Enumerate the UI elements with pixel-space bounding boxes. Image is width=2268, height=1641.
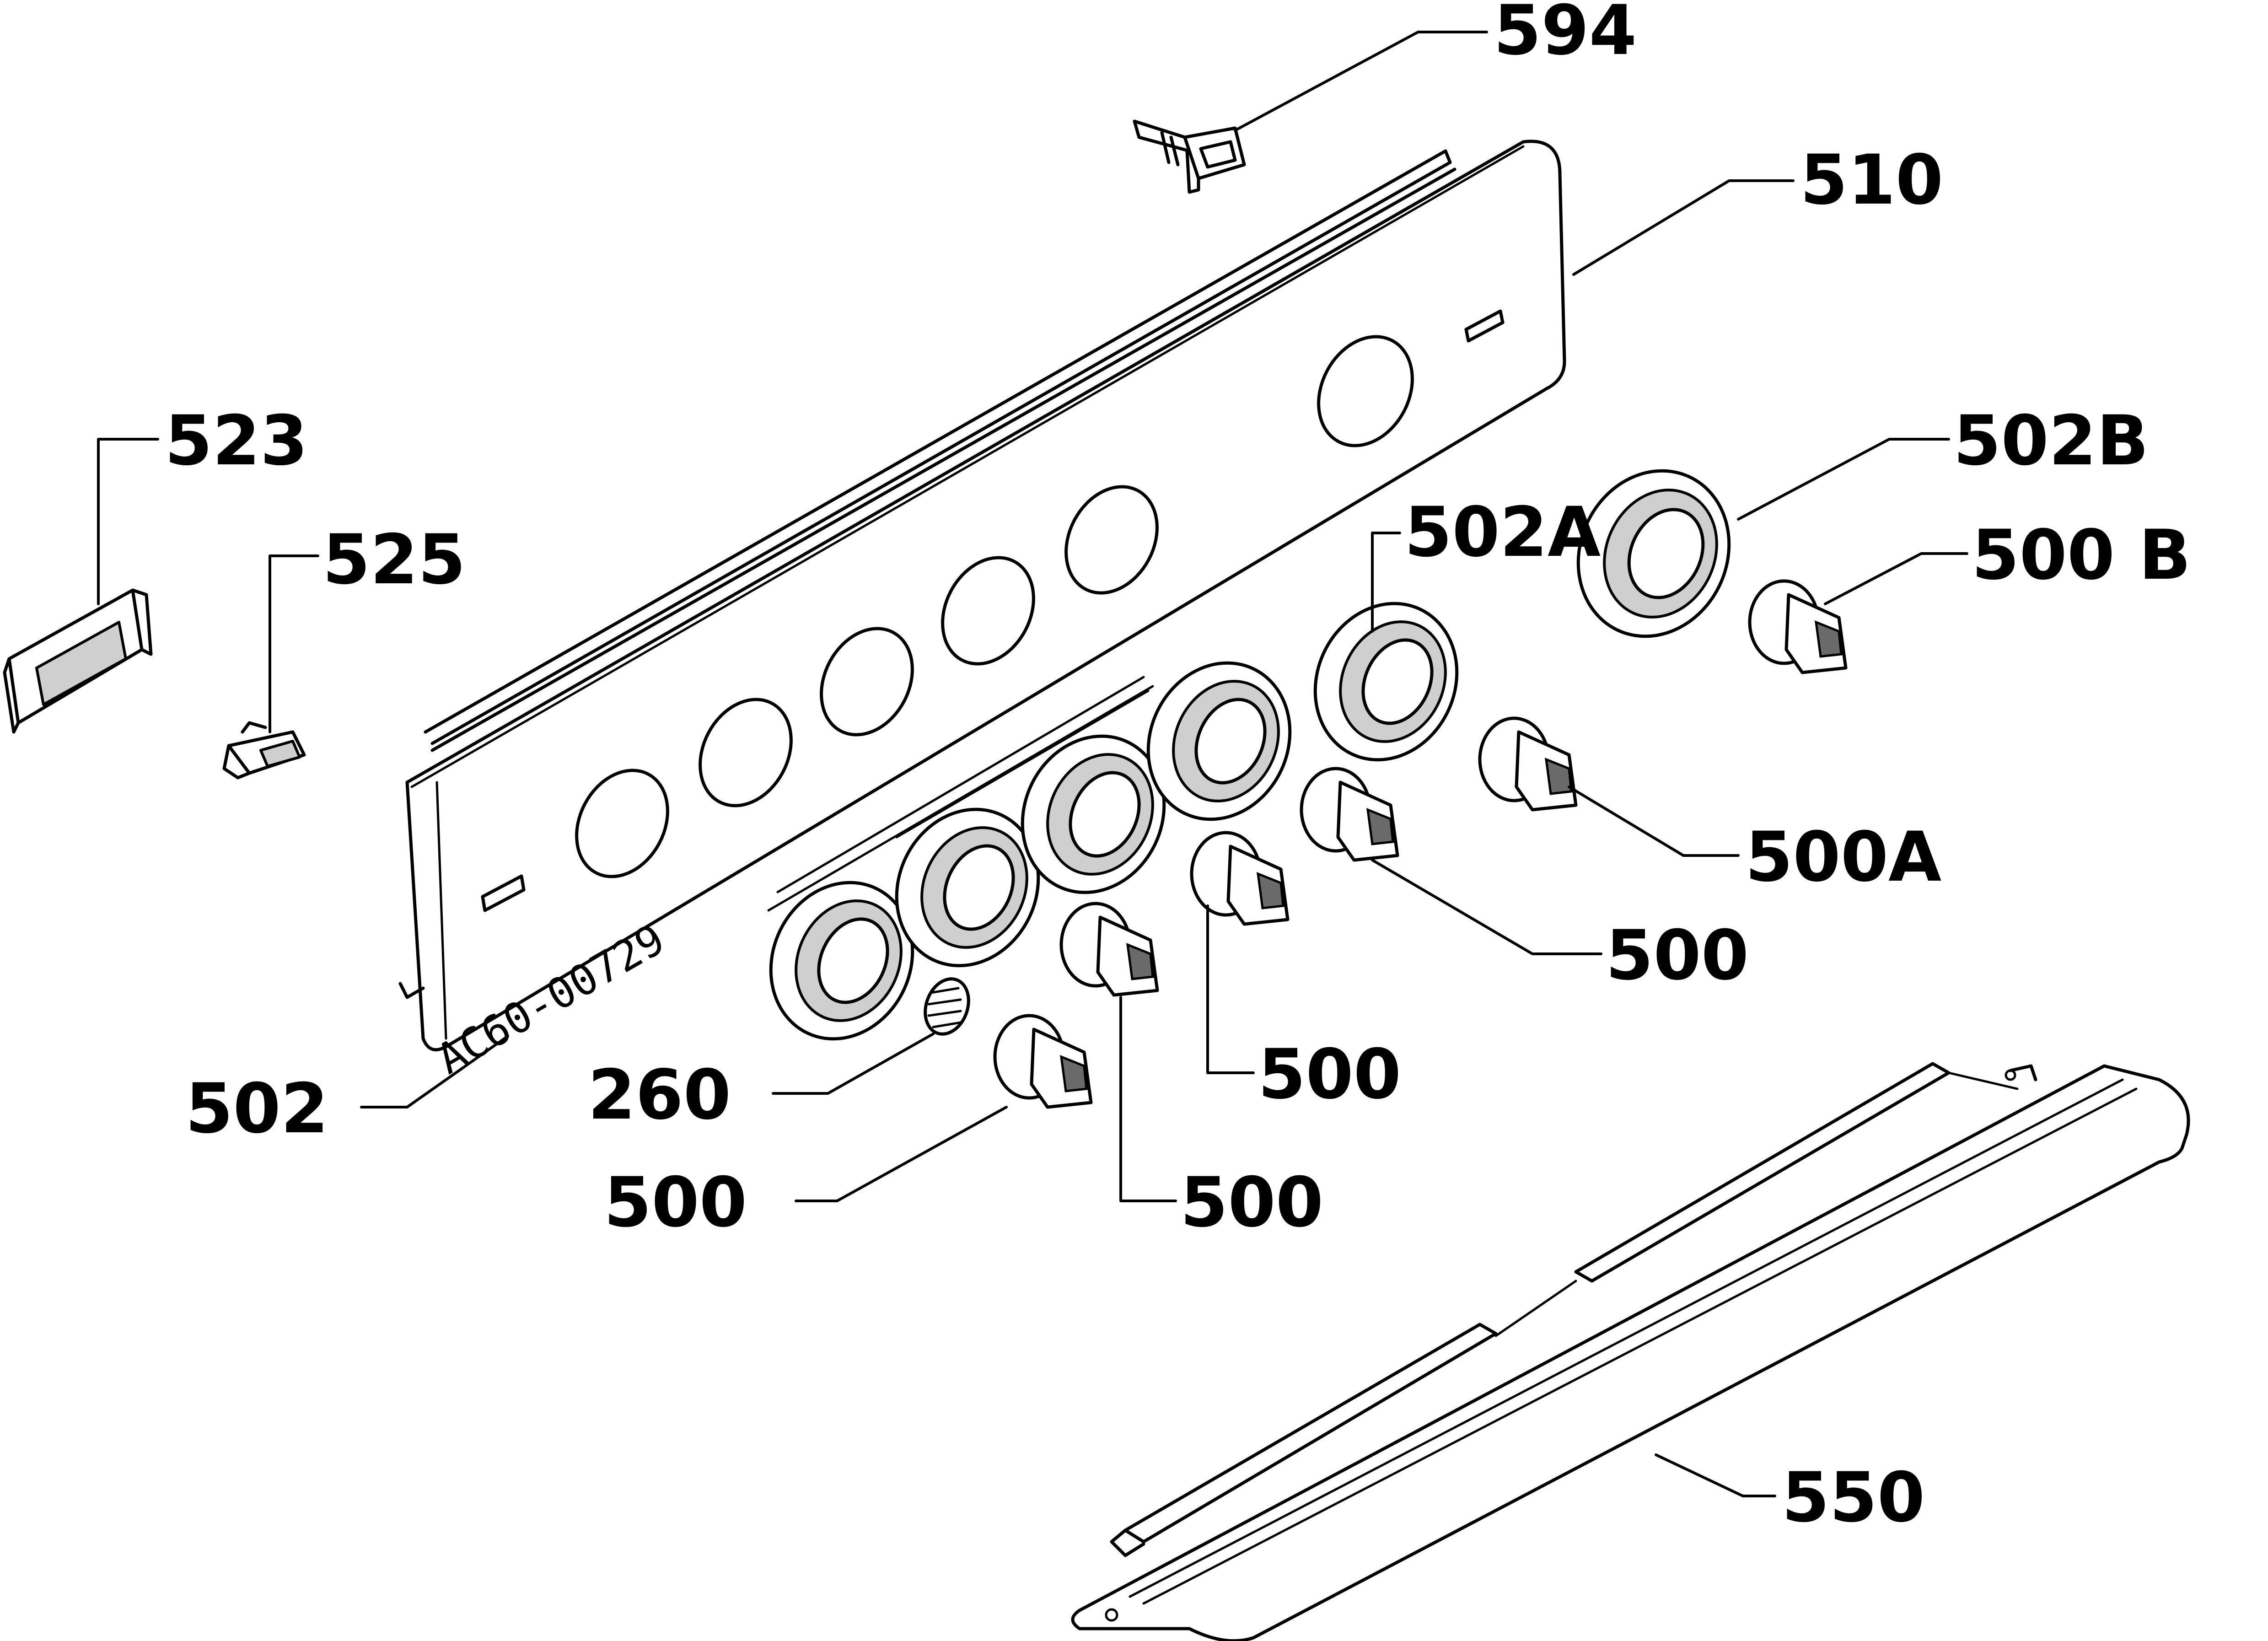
part-594-clip: [1133, 119, 1246, 194]
label-500-right: 500: [1606, 916, 1749, 995]
bezel-1: [769, 881, 914, 1041]
knob-500-right: [1300, 767, 1399, 862]
part-labels: 594 510 523 525 502B 502A 500 B 500A 500…: [165, 0, 2191, 1538]
knob-bezels: [767, 469, 1731, 1041]
part-523-switch-frame: [3, 588, 153, 734]
bezel-4: [1146, 661, 1292, 821]
label-502a: 502A: [1404, 493, 1601, 572]
knobs: [993, 579, 1848, 1109]
label-500-center: 500: [1180, 1163, 1323, 1243]
part-525-connector: [222, 721, 306, 780]
knob-500-center: [1059, 902, 1159, 997]
label-260: 260: [588, 1055, 731, 1135]
label-500-middle: 500: [1258, 1035, 1401, 1114]
knob-500-left: [993, 1014, 1093, 1109]
label-523: 523: [165, 401, 308, 481]
part-260-spring: [924, 977, 970, 1036]
label-510: 510: [1800, 140, 1943, 220]
label-594: 594: [1494, 0, 1637, 70]
label-502: 502: [185, 1069, 328, 1149]
label-525: 525: [322, 520, 466, 600]
part-550-strip: [1071, 1062, 2190, 1641]
label-502b: 502B: [1953, 401, 2149, 481]
label-500-left: 500: [604, 1163, 747, 1243]
bezel-502a: [1313, 602, 1459, 762]
knob-500a: [1478, 716, 1578, 812]
bezel-502b: [1576, 469, 1731, 638]
knob-500-middle: [1190, 831, 1290, 926]
knob-500b: [1748, 579, 1848, 674]
label-550: 550: [1782, 1458, 1925, 1538]
label-500a: 500A: [1745, 818, 1941, 897]
label-500b: 500 B: [1972, 516, 2191, 595]
bezel-2: [895, 807, 1040, 968]
bezel-3: [1021, 734, 1166, 894]
leader-lines: [97, 31, 1968, 1497]
